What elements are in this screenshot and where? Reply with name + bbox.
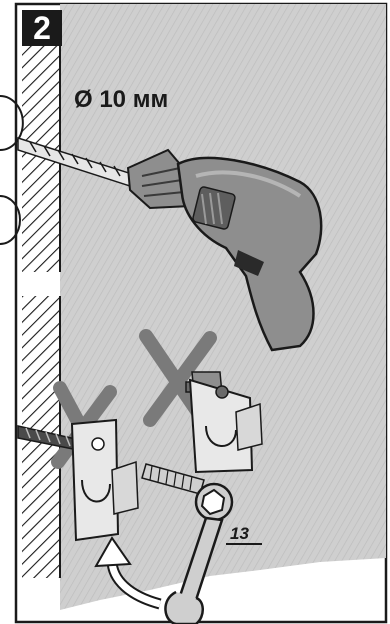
step-number-badge: 2: [22, 10, 62, 46]
wrench-size-label: 13: [230, 524, 249, 544]
drill-diameter-label: Ø 10 мм: [74, 86, 168, 114]
